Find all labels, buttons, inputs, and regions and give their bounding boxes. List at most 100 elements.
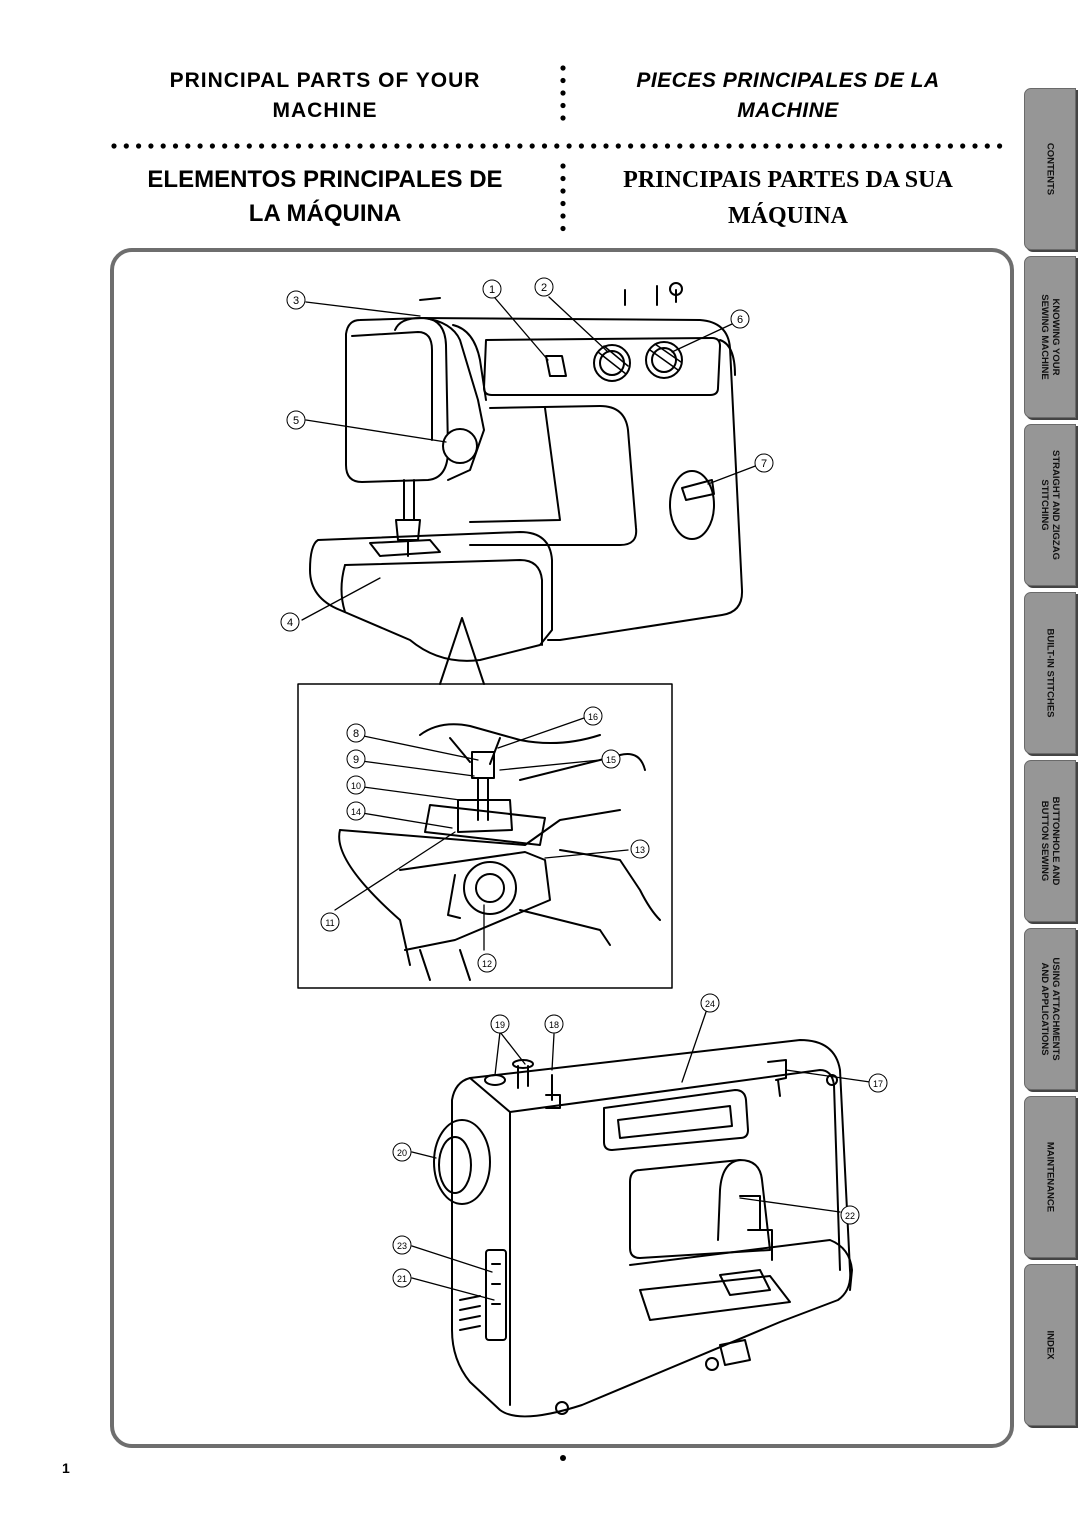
divider-dot [560, 175, 566, 182]
callout-21: 21 [392, 1268, 412, 1288]
divider-dot [763, 143, 769, 149]
tab-knowing-your-sewing-machine[interactable]: KNOWING YOUR SEWING MACHINE [1024, 256, 1076, 418]
tab-maintenance-label: MAINTENANCE [1044, 1141, 1056, 1213]
divider-dot [628, 143, 634, 149]
divider-dot [898, 143, 904, 149]
divider-dot [689, 143, 695, 149]
callout-16: 16 [583, 706, 603, 726]
tab-buttonhole[interactable]: BUTTONHOLE AND BUTTON SEWING [1024, 760, 1076, 922]
divider-dot [160, 143, 166, 149]
callout-11: 11 [320, 912, 340, 932]
divider-dot [505, 143, 511, 149]
zoom-inset-frame [297, 683, 673, 989]
divider-dot [861, 143, 867, 149]
svg-text:4: 4 [287, 617, 293, 629]
divider-dot [394, 143, 400, 149]
divider-dot [751, 143, 757, 149]
callout-20: 20 [392, 1142, 412, 1162]
leader-lines [301, 296, 871, 1301]
divider-dot [560, 77, 566, 84]
divider-dot [935, 143, 941, 149]
callout-24: 24 [700, 993, 720, 1013]
tab-built-in-stitches[interactable]: BUILT-IN STITCHES [1024, 592, 1076, 754]
divider-dot [406, 143, 412, 149]
divider-dot [800, 143, 806, 149]
title-english-line-1: PRINCIPAL PARTS OF YOUR [169, 69, 481, 92]
divider-dot [997, 143, 1003, 149]
divider-dot [812, 143, 818, 149]
tab-contents[interactable]: CONTENTS [1024, 88, 1076, 250]
divider-dot [560, 213, 566, 219]
divider-dot [320, 143, 326, 149]
svg-text:14: 14 [351, 807, 361, 817]
divider-dot [517, 143, 523, 149]
divider-dot [874, 143, 880, 149]
divider-dot [664, 143, 671, 149]
divider-dot [197, 143, 203, 149]
divider-dot [295, 143, 302, 149]
divider-dot [246, 143, 252, 149]
svg-text:6: 6 [737, 314, 743, 326]
callout-3: 3 [286, 290, 306, 310]
divider-dot [960, 143, 966, 149]
divider-dot [652, 143, 658, 149]
divider-dot [136, 143, 142, 149]
divider-dot [738, 143, 744, 149]
title-spanish: ELEMENTOS PRINCIPALES DE LA MÁQUINA [110, 168, 540, 236]
callout-17: 17 [868, 1073, 888, 1093]
divider-dot [984, 143, 990, 149]
divider-dot [560, 65, 566, 71]
svg-text:16: 16 [588, 712, 598, 722]
machine-front-view [309, 282, 744, 662]
tab-straight-and-zigzag[interactable]: STRAIGHT AND ZIGZAG STITCHING [1024, 424, 1076, 586]
divider-dot [787, 143, 794, 149]
svg-text:5: 5 [293, 415, 299, 427]
callout-12: 12 [477, 953, 497, 973]
divider-dot [529, 143, 535, 149]
divider-dot [418, 143, 425, 149]
divider-dot [560, 225, 566, 232]
divider-dot [345, 143, 351, 149]
tab-contents-label: CONTENTS [1044, 142, 1056, 196]
bottom-dot [560, 1455, 566, 1461]
svg-text:3: 3 [293, 295, 299, 307]
svg-text:15: 15 [606, 755, 616, 765]
tab-attachments[interactable]: USING ATTACHMENTS AND APPLICATIONS [1024, 928, 1076, 1090]
divider-dot [591, 143, 597, 149]
svg-text:17: 17 [873, 1079, 883, 1089]
divider-dot [332, 143, 338, 149]
divider-dot [849, 143, 855, 149]
divider-dot [566, 143, 572, 149]
title-portuguese: PRINCIPAIS PARTES DA SUA MÁQUINA [578, 168, 998, 240]
divider-dot [209, 143, 215, 149]
divider-dot [148, 143, 154, 149]
title-english: PRINCIPAL PARTS OF YOUR MACHINE [110, 70, 540, 130]
tab-straight-label: STRAIGHT AND ZIGZAG STITCHING [1039, 450, 1061, 560]
tab-knowing-label: KNOWING YOUR SEWING MACHINE [1039, 294, 1061, 380]
divider-dot [578, 143, 585, 149]
svg-text:1: 1 [489, 284, 495, 296]
title-english-line-2: MACHINE [272, 99, 378, 122]
divider-dot [837, 143, 843, 149]
title-french: PIECES PRINCIPALES DE LA MACHINE [578, 70, 998, 130]
zoom-pointer [439, 617, 485, 685]
svg-text:11: 11 [325, 918, 334, 928]
tab-maintenance[interactable]: MAINTENANCE [1024, 1096, 1076, 1258]
callout-1: 1 [482, 279, 502, 299]
svg-text:13: 13 [635, 845, 645, 855]
divider-dot [560, 188, 566, 194]
tab-built-in-label: BUILT-IN STITCHES [1044, 628, 1056, 718]
callout-7: 7 [754, 453, 774, 473]
divider-dot [615, 143, 621, 149]
divider-dot [560, 163, 566, 169]
divider-dot [886, 143, 892, 149]
callout-6: 6 [730, 309, 750, 329]
svg-text:8: 8 [353, 728, 359, 740]
callout-8: 8 [346, 723, 366, 743]
callout-15: 15 [601, 749, 621, 769]
divider-dot [369, 143, 375, 149]
tab-index[interactable]: INDEX [1024, 1264, 1076, 1426]
illustration-frame [110, 248, 1014, 1448]
machine-rear-view [433, 1039, 853, 1418]
divider-dot [283, 143, 289, 149]
